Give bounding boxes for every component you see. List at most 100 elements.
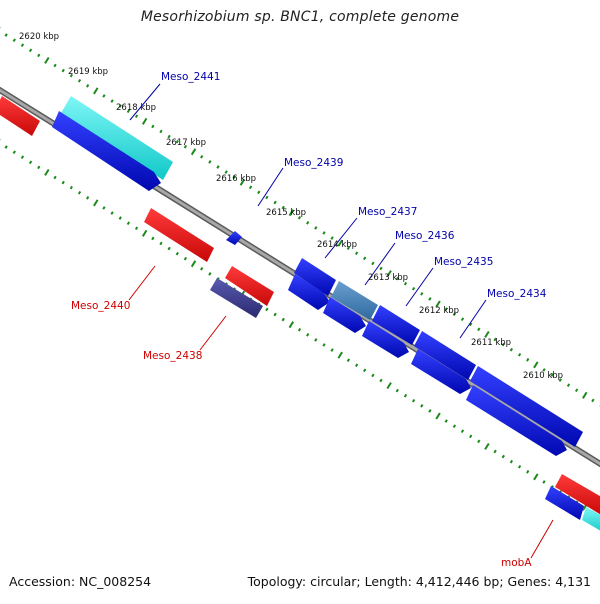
gene-arrow[interactable] (331, 281, 378, 320)
scale-tick-marks (0, 27, 600, 519)
scale-tick (493, 337, 497, 342)
gene-arrow[interactable] (470, 366, 583, 447)
scale-tick (477, 327, 481, 332)
scale-tick (346, 358, 351, 362)
scale-tick (118, 216, 122, 220)
scale-tick (460, 317, 465, 322)
gene-arrow[interactable] (226, 231, 242, 245)
gene-arrow[interactable] (52, 111, 161, 191)
scale-tick (501, 342, 505, 347)
scale-tick (395, 276, 399, 281)
scale-tick (411, 398, 416, 403)
scale-tick (12, 38, 16, 42)
gene-arrow[interactable] (466, 385, 567, 456)
scale-tick (93, 87, 99, 95)
scale-tick (265, 195, 269, 200)
scale-tick (371, 373, 375, 378)
gene-arrow[interactable] (414, 331, 476, 380)
gene-arrow[interactable] (582, 507, 600, 534)
scale-tick (110, 99, 114, 103)
scale-tick (363, 256, 367, 261)
scale-tick (354, 251, 359, 256)
scale-tick (37, 53, 41, 58)
scale-tick (484, 330, 490, 338)
scale-label: 2613 kbp (368, 273, 408, 283)
scale-tick (435, 412, 441, 420)
scale-tick (542, 368, 546, 372)
scale-tick (265, 307, 269, 312)
gene-arrow[interactable] (362, 321, 409, 358)
scale-tick (322, 343, 326, 347)
scale-tick (509, 459, 514, 464)
scale-tick (452, 424, 457, 428)
gene-arrow[interactable] (372, 305, 420, 345)
gene-labels: Meso_2441 Meso_2439 Meso_2437 Meso_2436 … (71, 71, 547, 569)
scale-tick (12, 150, 16, 154)
gene-arrow[interactable] (225, 266, 274, 306)
scale-tick (77, 78, 82, 83)
scale-tick (69, 73, 73, 78)
gene-arrow[interactable] (61, 96, 173, 180)
scale-tick (379, 266, 383, 271)
scale-tick (208, 272, 212, 276)
gene-label-meso-2435[interactable]: Meso_2435 (434, 256, 493, 268)
scale-tick (77, 190, 82, 195)
scale-tick (444, 307, 448, 311)
scale-tick (53, 63, 57, 68)
scale-tick (330, 236, 334, 240)
scale-tick (86, 196, 90, 200)
gene-label-meso-2439[interactable]: Meso_2439 (284, 157, 343, 169)
scale-tick (61, 180, 65, 185)
scale-tick (403, 281, 408, 286)
scale-tick (337, 239, 343, 247)
scale-labels: 2620 kbp 2619 kbp 2618 kbp 2617 kbp 2616… (19, 32, 563, 381)
scale-tick (395, 388, 399, 393)
gene-label-meso-2437[interactable]: Meso_2437 (358, 206, 417, 218)
scale-tick (273, 312, 277, 317)
scale-tick (126, 109, 131, 114)
scale-label: 2619 kbp (68, 67, 108, 77)
scale-label: 2618 kbp (116, 103, 156, 113)
scale-tick (224, 170, 228, 174)
gene-arrow[interactable] (288, 274, 330, 310)
scale-tick (61, 68, 65, 73)
scale-label: 2616 kbp (216, 174, 256, 184)
scale-tick (363, 368, 367, 373)
scale-tick (151, 124, 155, 129)
gene-label-meso-2441[interactable]: Meso_2441 (161, 71, 220, 83)
gene-arrow[interactable] (144, 208, 214, 262)
scale-tick (257, 190, 261, 195)
scale-tick (501, 454, 505, 459)
gene-label-meso-2438[interactable]: Meso_2438 (143, 350, 202, 362)
gene-arrow[interactable] (294, 258, 336, 296)
scale-label: 2615 kbp (266, 208, 306, 218)
scale-label: 2617 kbp (166, 138, 206, 148)
scale-tick (288, 321, 295, 329)
scale-tick (574, 388, 579, 393)
gene-label-meso-2440[interactable]: Meso_2440 (71, 300, 130, 312)
scale-tick (159, 129, 163, 134)
scale-tick (53, 175, 57, 180)
scale-tick (493, 449, 497, 454)
scale-tick (190, 260, 197, 268)
scale-tick (239, 178, 246, 186)
scale-tick (208, 160, 212, 164)
scale-tick (469, 322, 473, 327)
gene-label-meso-2436[interactable]: Meso_2436 (395, 230, 455, 242)
gene-arrow[interactable] (0, 96, 40, 136)
scale-tick (517, 464, 522, 469)
scale-tick (411, 286, 416, 291)
scale-tick (86, 84, 90, 88)
scale-tick (314, 226, 318, 230)
gene-arrow[interactable] (545, 486, 584, 520)
gene-arrow[interactable] (555, 474, 600, 516)
gene-arrow[interactable] (323, 297, 366, 333)
gene-arrow[interactable] (411, 349, 471, 394)
scale-tick (141, 229, 148, 237)
gene-label-meso-2434[interactable]: Meso_2434 (487, 288, 547, 300)
gene-arrow[interactable] (210, 278, 263, 318)
gene-label-moba[interactable]: mobA (501, 557, 532, 569)
scale-tick (232, 175, 236, 179)
